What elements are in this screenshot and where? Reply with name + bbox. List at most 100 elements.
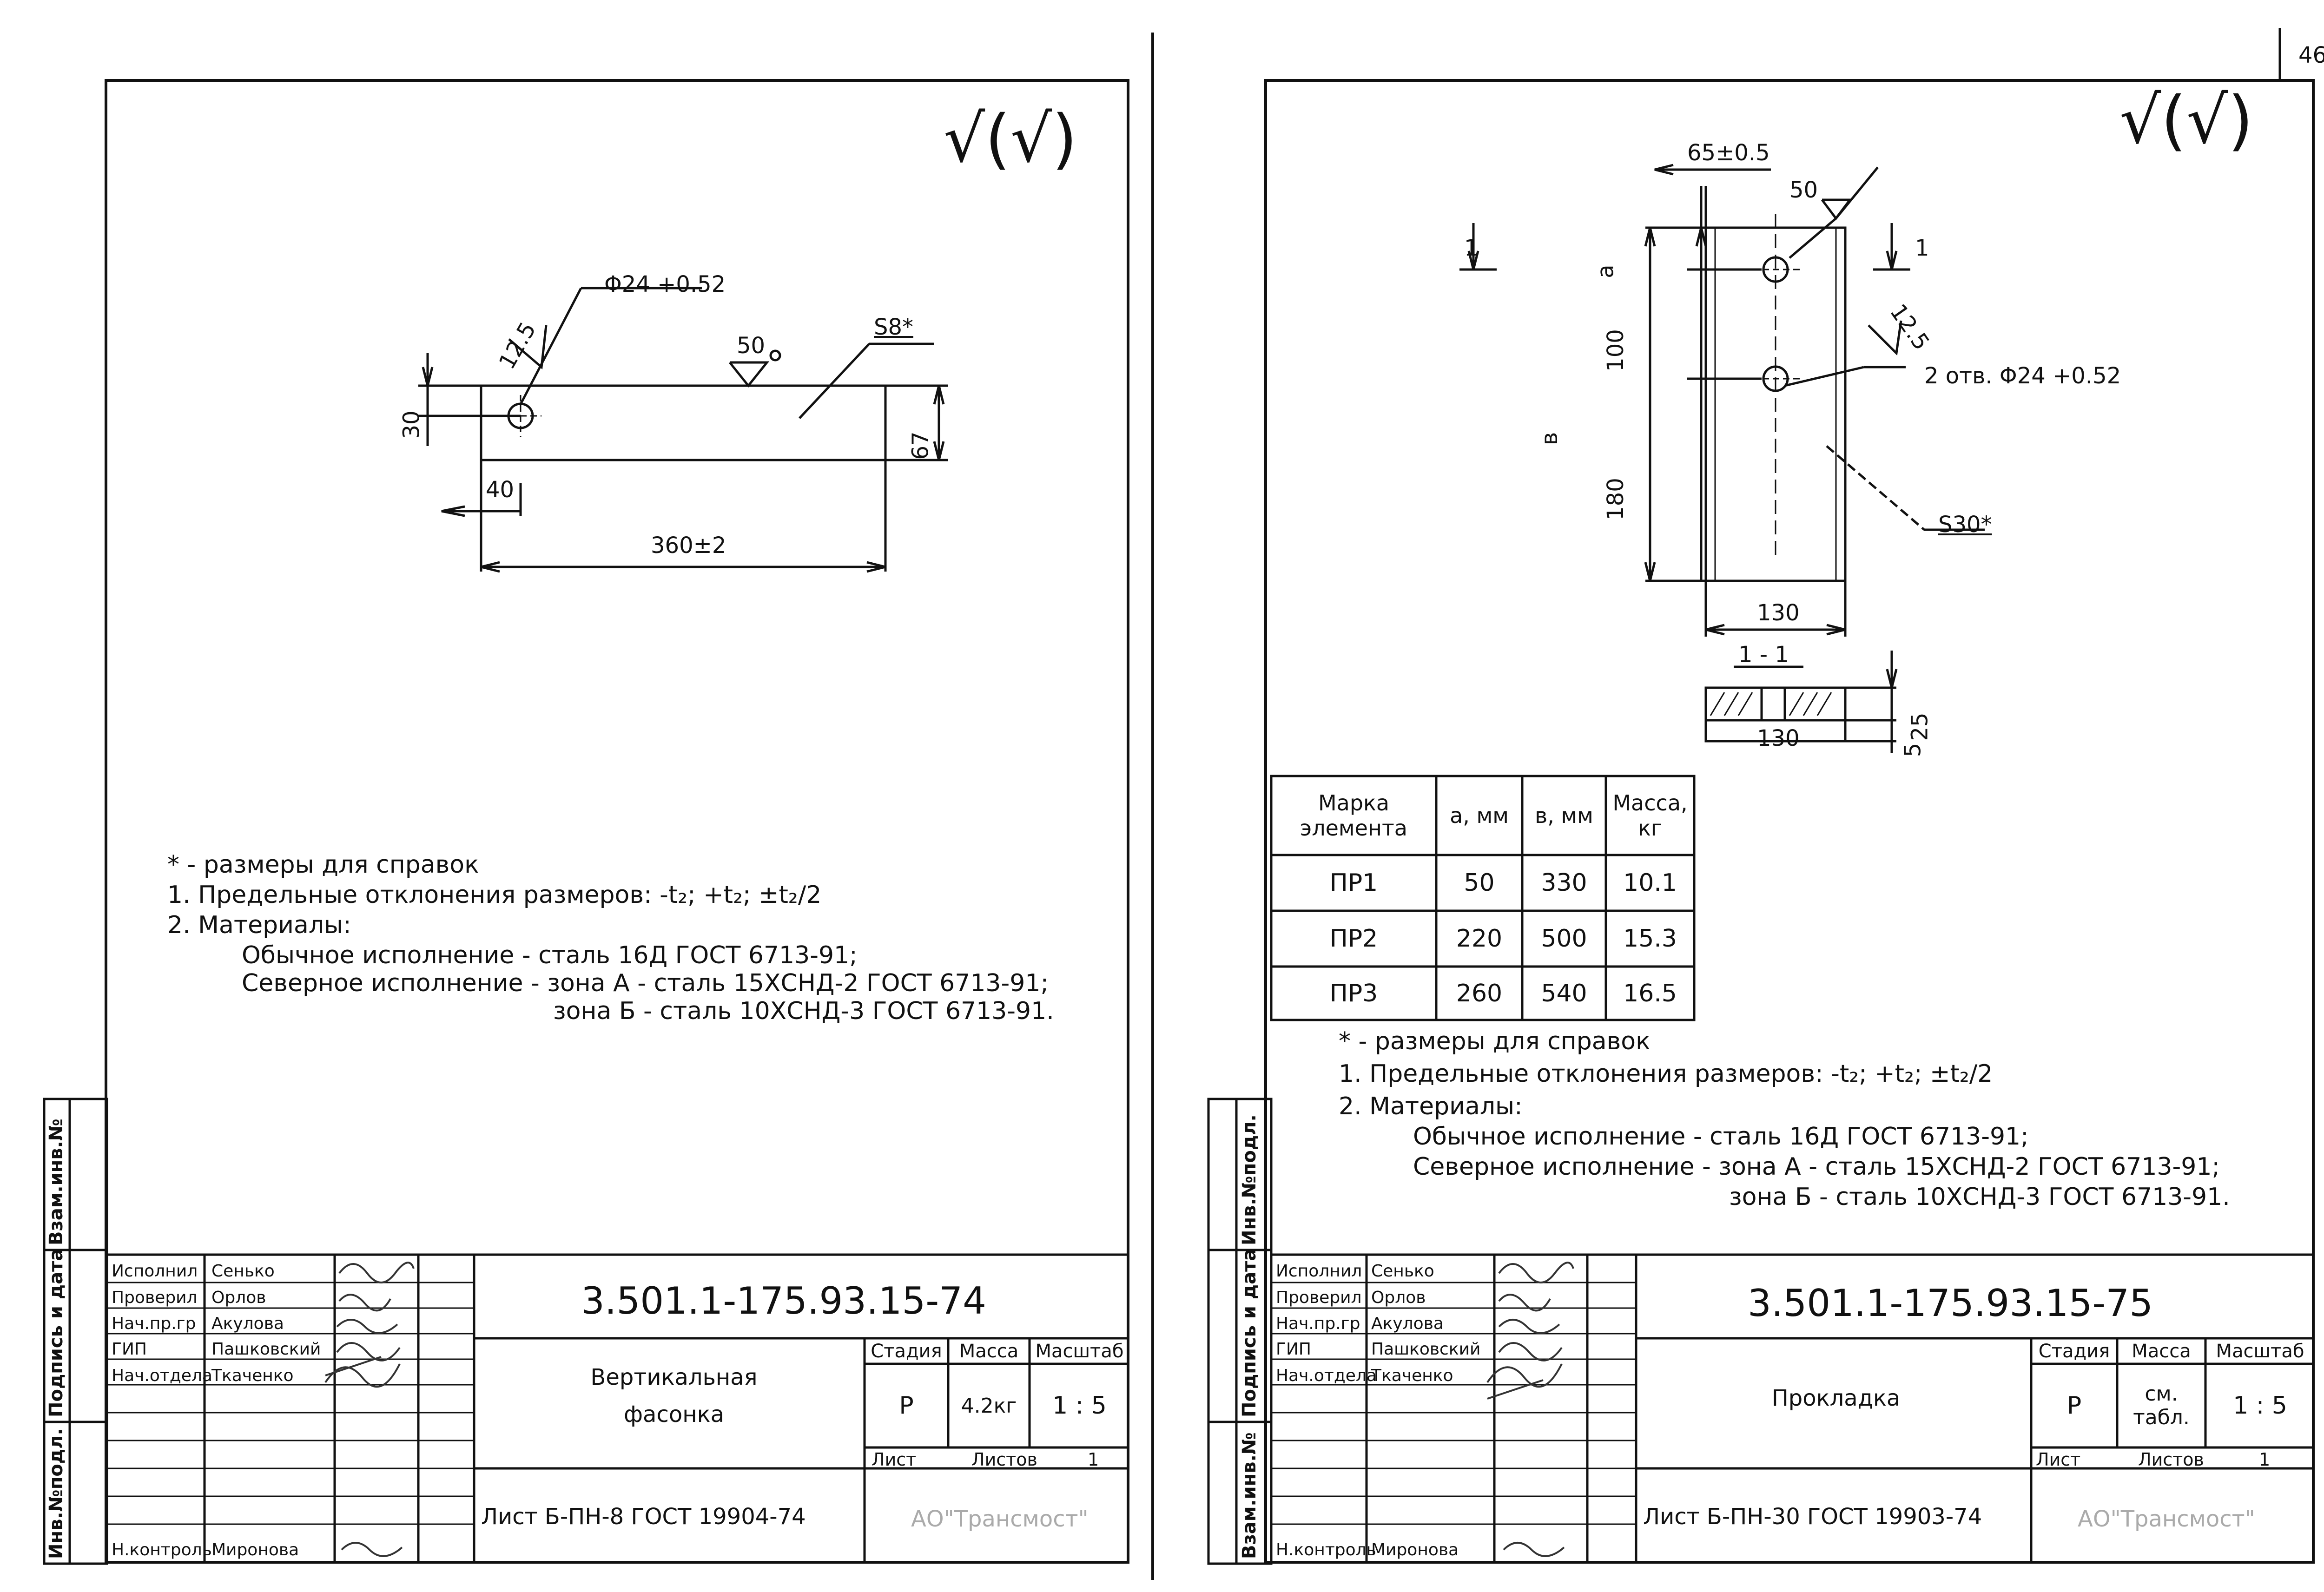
right-note-2: 2. Материалы: xyxy=(1339,1092,1523,1120)
right-stage: Р xyxy=(2067,1392,2082,1420)
right-table-h2: а, мм xyxy=(1450,803,1509,828)
right-note-2c: зона Б - сталь 10ХСНД-3 ГОСТ 6713-91. xyxy=(1729,1183,2230,1211)
right-roughness-mark: √(√) xyxy=(2119,83,2253,158)
right-tb-name-3: Акулова xyxy=(1371,1314,1444,1333)
right-dim-130: 130 xyxy=(1757,600,1800,626)
left-tb-role-6: Н.контроль xyxy=(112,1540,212,1559)
right-note-1: 1. Предельные отклонения размеров: -t₂; … xyxy=(1339,1060,1993,1088)
left-tb-name-3: Акулова xyxy=(211,1314,284,1333)
right-table-r2c1: ПР2 xyxy=(1329,925,1378,953)
right-org-stamp: АО"Трансмост" xyxy=(2078,1506,2255,1532)
left-note-1: 1. Предельные отклонения размеров: -t₂; … xyxy=(167,881,822,909)
left-note-2a: Обычное исполнение - сталь 16Д ГОСТ 6713… xyxy=(242,941,858,969)
right-h-stage: Стадия xyxy=(2038,1340,2110,1362)
right-thickness: S30* xyxy=(1938,512,1992,538)
right-part-name: Прокладка xyxy=(1771,1385,1901,1411)
right-table-r1c3: 330 xyxy=(1541,869,1587,897)
right-tb-role-4: ГИП xyxy=(1276,1340,1311,1359)
right-tb-role-2: Проверил xyxy=(1276,1288,1362,1307)
left-doc-number: 3.501.1-175.93.15-74 xyxy=(581,1279,987,1322)
right-dim-130b: 130 xyxy=(1757,725,1800,751)
page-number: 46 xyxy=(2298,42,2324,68)
left-part-name-1: Вертикальная xyxy=(590,1364,758,1390)
right-table-h1: Марка элемента xyxy=(1300,790,1407,841)
left-tb-name-2: Орлов xyxy=(211,1288,266,1307)
right-doc-number: 3.501.1-175.93.15-75 xyxy=(1748,1282,2153,1325)
left-thickness: S8* xyxy=(874,314,914,340)
left-tb-name-6: Миронова xyxy=(211,1540,299,1559)
right-tb-name-6: Миронова xyxy=(1371,1540,1459,1559)
left-part-drawing xyxy=(418,287,948,573)
right-table-r3c1: ПР3 xyxy=(1329,979,1378,1007)
right-section-mark-left: 1 xyxy=(1464,235,1479,261)
left-roughness-mark: √(√) xyxy=(944,101,1077,177)
left-h-stage: Стадия xyxy=(871,1340,942,1362)
left-dim-hole: Φ24 +0.52 xyxy=(604,271,726,297)
left-tb-role-1: Исполнил xyxy=(112,1262,198,1281)
left-tb-role-4: ГИП xyxy=(112,1340,147,1359)
right-sheet-label: Лист xyxy=(2036,1449,2081,1470)
right-table-h4: Масса, кг xyxy=(1612,790,1688,841)
right-sheets-label: Листов xyxy=(2138,1449,2204,1470)
left-rough-edge: 50 xyxy=(737,333,766,359)
right-note-2a: Обычное исполнение - сталь 16Д ГОСТ 6713… xyxy=(1413,1123,2029,1151)
right-table-r3c2: 260 xyxy=(1456,979,1503,1007)
right-tb-role-3: Нач.пр.гр xyxy=(1276,1314,1360,1333)
right-material: Лист Б-ПН-30 ГОСТ 19903-74 xyxy=(1643,1504,1982,1530)
right-tb-role-1: Исполнил xyxy=(1276,1262,1362,1281)
right-table-r1c1: ПР1 xyxy=(1329,869,1378,897)
right-section-title: 1 - 1 xyxy=(1738,642,1789,668)
right-rough-edge: 50 xyxy=(1789,177,1818,203)
right-scale: 1 : 5 xyxy=(2233,1392,2287,1420)
left-sheet-label: Лист xyxy=(872,1449,917,1470)
right-holes: 2 отв. Φ24 +0.52 xyxy=(1924,363,2121,389)
right-tb-name-2: Орлов xyxy=(1371,1288,1426,1307)
right-sheets-value: 1 xyxy=(2259,1449,2271,1470)
right-table-r1c2: 50 xyxy=(1464,869,1495,897)
left-note-2c: зона Б - сталь 10ХСНД-3 ГОСТ 6713-91. xyxy=(553,997,1054,1025)
right-tb-name-5: Ткаченко xyxy=(1371,1366,1453,1385)
left-tb-name-1: Сенько xyxy=(211,1262,275,1281)
right-table-r2c2: 220 xyxy=(1456,925,1503,953)
left-sheets-label: Листов xyxy=(971,1449,1037,1470)
left-part-name-2: фасонка xyxy=(624,1401,724,1428)
left-tb-role-5: Нач.отдела xyxy=(112,1366,212,1385)
left-note-2: 2. Материалы: xyxy=(167,911,351,939)
left-note-star: * - размеры для справок xyxy=(167,851,479,879)
left-tb-name-5: Ткаченко xyxy=(211,1366,294,1385)
right-tb-role-6: Н.контроль xyxy=(1276,1540,1376,1559)
right-h-scale: Масштаб xyxy=(2216,1340,2304,1362)
left-tb-name-4: Пашковский xyxy=(211,1340,321,1359)
left-scale: 1 : 5 xyxy=(1052,1392,1107,1420)
left-sheets-value: 1 xyxy=(1088,1449,1099,1470)
right-mass: см. табл. xyxy=(2133,1382,2190,1429)
left-note-2b: Северное исполнение - зона А - сталь 15Х… xyxy=(242,969,1049,997)
left-title-block-grid xyxy=(105,1253,1129,1564)
left-h-mass: Масса xyxy=(959,1340,1019,1362)
left-dim-40: 40 xyxy=(486,477,515,503)
left-stage: Р xyxy=(899,1392,914,1420)
left-h-scale: Масштаб xyxy=(1035,1340,1124,1362)
right-sheet-frame xyxy=(1264,79,2315,1564)
right-tb-role-5: Нач.отдела xyxy=(1276,1366,1377,1385)
right-table-r2c3: 500 xyxy=(1541,925,1587,953)
right-table-h3: в, мм xyxy=(1535,803,1593,828)
right-part-drawing xyxy=(1459,164,1985,753)
left-dim-length: 360±2 xyxy=(651,533,726,559)
right-note-star: * - размеры для справок xyxy=(1339,1027,1651,1055)
right-tb-name-1: Сенько xyxy=(1371,1262,1434,1281)
left-tb-role-3: Нач.пр.гр xyxy=(112,1314,196,1333)
right-table-r3c4: 16.5 xyxy=(1623,979,1677,1007)
left-org-stamp: АО"Трансмост" xyxy=(911,1506,1089,1532)
left-sheet-frame xyxy=(105,79,1129,1564)
right-note-2b: Северное исполнение - зона А - сталь 15Х… xyxy=(1413,1153,2220,1181)
right-table-r3c3: 540 xyxy=(1541,979,1587,1007)
right-dim-width: 65±0.5 xyxy=(1687,140,1770,166)
left-tb-role-2: Проверил xyxy=(112,1288,198,1307)
right-h-mass: Масса xyxy=(2132,1340,2191,1362)
right-section-mark-right: 1 xyxy=(1915,235,1929,261)
